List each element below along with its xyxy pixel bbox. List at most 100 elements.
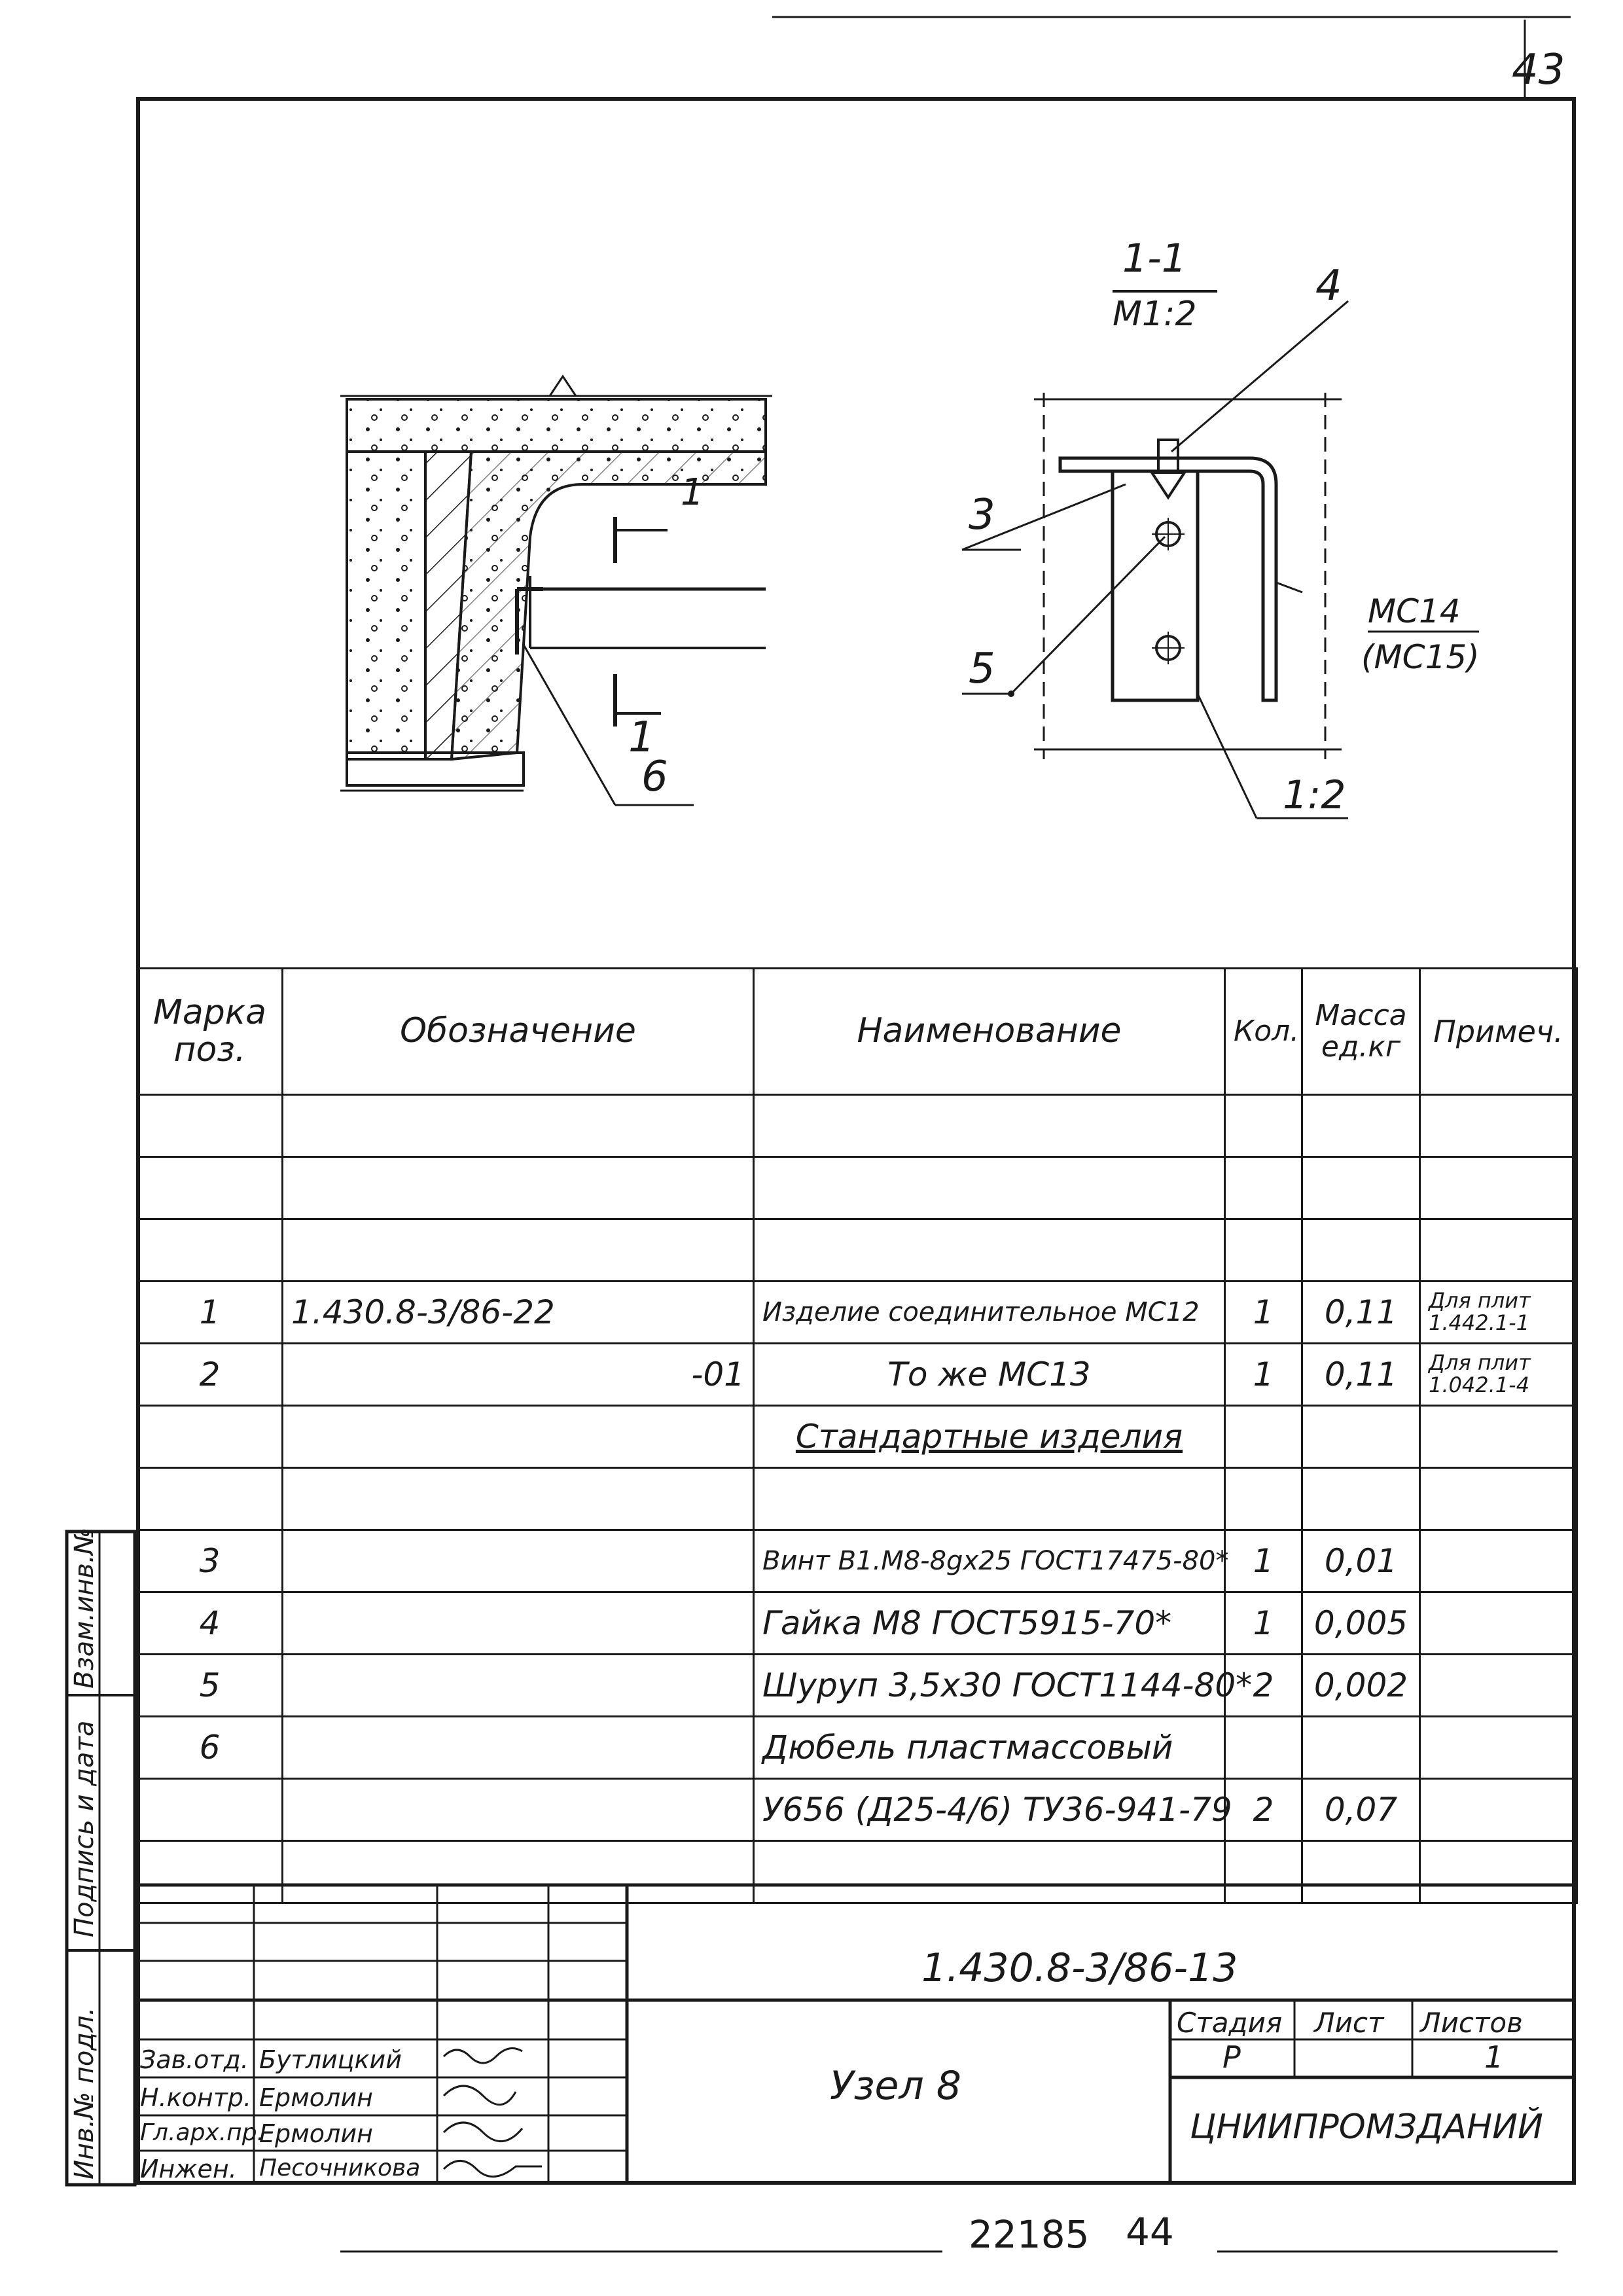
person-1: Ермолин bbox=[259, 2083, 373, 2112]
cell-mass: 0,005 bbox=[1301, 1591, 1421, 1655]
cell-name bbox=[753, 1840, 1226, 1904]
table-row bbox=[136, 1218, 1578, 1282]
table-row: 6 Дюбель пластмассовый bbox=[136, 1715, 1578, 1780]
cell-note bbox=[1419, 1094, 1578, 1158]
cell-designation: 1.430.8-3/86-22 bbox=[281, 1280, 755, 1344]
header-mark: Марка поз. bbox=[136, 967, 283, 1096]
cell-qty bbox=[1224, 1840, 1303, 1904]
cell-mass: 0,11 bbox=[1301, 1342, 1421, 1407]
cell-qty: 1 bbox=[1224, 1280, 1303, 1344]
role-0: Зав.отд. bbox=[140, 2045, 249, 2074]
cell-designation bbox=[281, 1156, 755, 1220]
sheet-label: Лист bbox=[1314, 2007, 1384, 2039]
header-name: Наименование bbox=[753, 967, 1226, 1096]
cell-designation bbox=[281, 1778, 755, 1842]
cell-name: Дюбель пластмассовый bbox=[753, 1715, 1226, 1780]
table-row bbox=[136, 1156, 1578, 1220]
cell-qty: 1 bbox=[1224, 1591, 1303, 1655]
title-block: 1.430.8-3/86-13 Узел 8 Стадия Лист Листо… bbox=[136, 1883, 1576, 2185]
cell-designation bbox=[281, 1405, 755, 1469]
table-row bbox=[136, 1094, 1578, 1158]
cell-mass bbox=[1301, 1467, 1421, 1531]
callout-6: 6 bbox=[641, 753, 668, 801]
cell-mass bbox=[1301, 1156, 1421, 1220]
cell-name: Изделие соединительное МС12 bbox=[753, 1280, 1226, 1344]
callout-3: 3 bbox=[969, 491, 995, 539]
cell-mass: 0,07 bbox=[1301, 1778, 1421, 1842]
cell-qty bbox=[1224, 1156, 1303, 1220]
cell-qty: 2 bbox=[1224, 1653, 1303, 1717]
cell-designation bbox=[281, 1094, 755, 1158]
cell-note bbox=[1419, 1778, 1578, 1842]
organization: ЦНИИПРОМЗДАНИЙ bbox=[1190, 2108, 1543, 2147]
cell-designation bbox=[281, 1591, 755, 1655]
cell-mass bbox=[1301, 1094, 1421, 1158]
cell-mass: 0,002 bbox=[1301, 1653, 1421, 1717]
cell-name bbox=[753, 1094, 1226, 1158]
section-scale: М1:2 bbox=[1113, 295, 1197, 334]
cell-mark: 3 bbox=[136, 1529, 283, 1593]
cell-mark: 1 bbox=[136, 1280, 283, 1344]
cell-qty bbox=[1224, 1715, 1303, 1780]
cell-qty bbox=[1224, 1218, 1303, 1282]
role-1: Н.контр. bbox=[140, 2083, 252, 2112]
cell-designation bbox=[281, 1529, 755, 1593]
person-3: Песочникова bbox=[259, 2155, 421, 2181]
doc-code: 1.430.8-3/86-13 bbox=[921, 1945, 1238, 1991]
cell-note bbox=[1419, 1653, 1578, 1717]
cell-name: Шуруп 3,5х30 ГОСТ1144-80* bbox=[753, 1653, 1252, 1717]
role-3: Инжен. bbox=[140, 2155, 237, 2183]
cell-note bbox=[1419, 1529, 1578, 1593]
stage-label: Стадия bbox=[1177, 2007, 1283, 2039]
profile-label: МС14 bbox=[1368, 592, 1461, 630]
sidebar-inv-orig: Инв.№ подл. bbox=[69, 2007, 99, 2179]
sidebar-sign-date: Подпись и дата bbox=[69, 1720, 99, 1937]
cell-designation bbox=[281, 1218, 755, 1282]
cell-mark bbox=[136, 1405, 283, 1469]
cell-note bbox=[1419, 1156, 1578, 1220]
cell-designation bbox=[281, 1715, 755, 1780]
section-mark-bottom: 1 bbox=[628, 713, 655, 762]
cell-note bbox=[1419, 1467, 1578, 1531]
section-title: 1-1 bbox=[1122, 236, 1186, 281]
title-block-lines bbox=[136, 1883, 1576, 2185]
plate-ratio-label: 1:2 bbox=[1283, 772, 1346, 818]
cell-note bbox=[1419, 1715, 1578, 1780]
sidebar-replace-inv: Взам.инв.№ bbox=[69, 1527, 99, 1689]
cell-note bbox=[1419, 1591, 1578, 1655]
cell-name: То же МС13 bbox=[753, 1342, 1226, 1407]
cell-designation bbox=[281, 1653, 755, 1717]
cell-mark: 6 bbox=[136, 1715, 283, 1780]
cell-qty: 1 bbox=[1224, 1342, 1303, 1407]
cell-mass: 0,11 bbox=[1301, 1280, 1421, 1344]
cell-note: Для плит 1.442.1-1 bbox=[1419, 1280, 1578, 1344]
cell-note: Для плит 1.042.1-4 bbox=[1419, 1342, 1578, 1407]
header-qty: Кол. bbox=[1224, 967, 1303, 1096]
side-stamp-lines bbox=[65, 1530, 137, 2187]
cell-qty: 2 bbox=[1224, 1778, 1303, 1842]
side-stamp: Взам.инв.№ Подпись и дата Инв.№ подл. bbox=[65, 1528, 137, 2187]
cell-mark bbox=[136, 1156, 283, 1220]
cell-mass bbox=[1301, 1405, 1421, 1469]
header-designation: Обозначение bbox=[281, 967, 755, 1096]
cell-qty bbox=[1224, 1467, 1303, 1531]
cell-mark: 4 bbox=[136, 1591, 283, 1655]
cell-name: У656 (Д25-4/6) ТУ36-941-79 bbox=[753, 1778, 1232, 1842]
cell-mass bbox=[1301, 1715, 1421, 1780]
header-mass: Масса ед.кг bbox=[1301, 967, 1421, 1096]
person-2: Ермолин bbox=[259, 2119, 373, 2148]
cell-mark: 5 bbox=[136, 1653, 283, 1717]
cell-mark bbox=[136, 1840, 283, 1904]
cell-mark bbox=[136, 1094, 283, 1158]
cell-name: Винт В1.М8-8gх25 ГОСТ17475-80* bbox=[753, 1529, 1228, 1593]
node-detail-drawing bbox=[340, 374, 772, 806]
cell-note bbox=[1419, 1840, 1578, 1904]
cell-mark bbox=[136, 1778, 283, 1842]
node-title: Узел 8 bbox=[830, 2063, 961, 2109]
callout-4: 4 bbox=[1315, 262, 1342, 310]
cell-mark bbox=[136, 1218, 283, 1282]
